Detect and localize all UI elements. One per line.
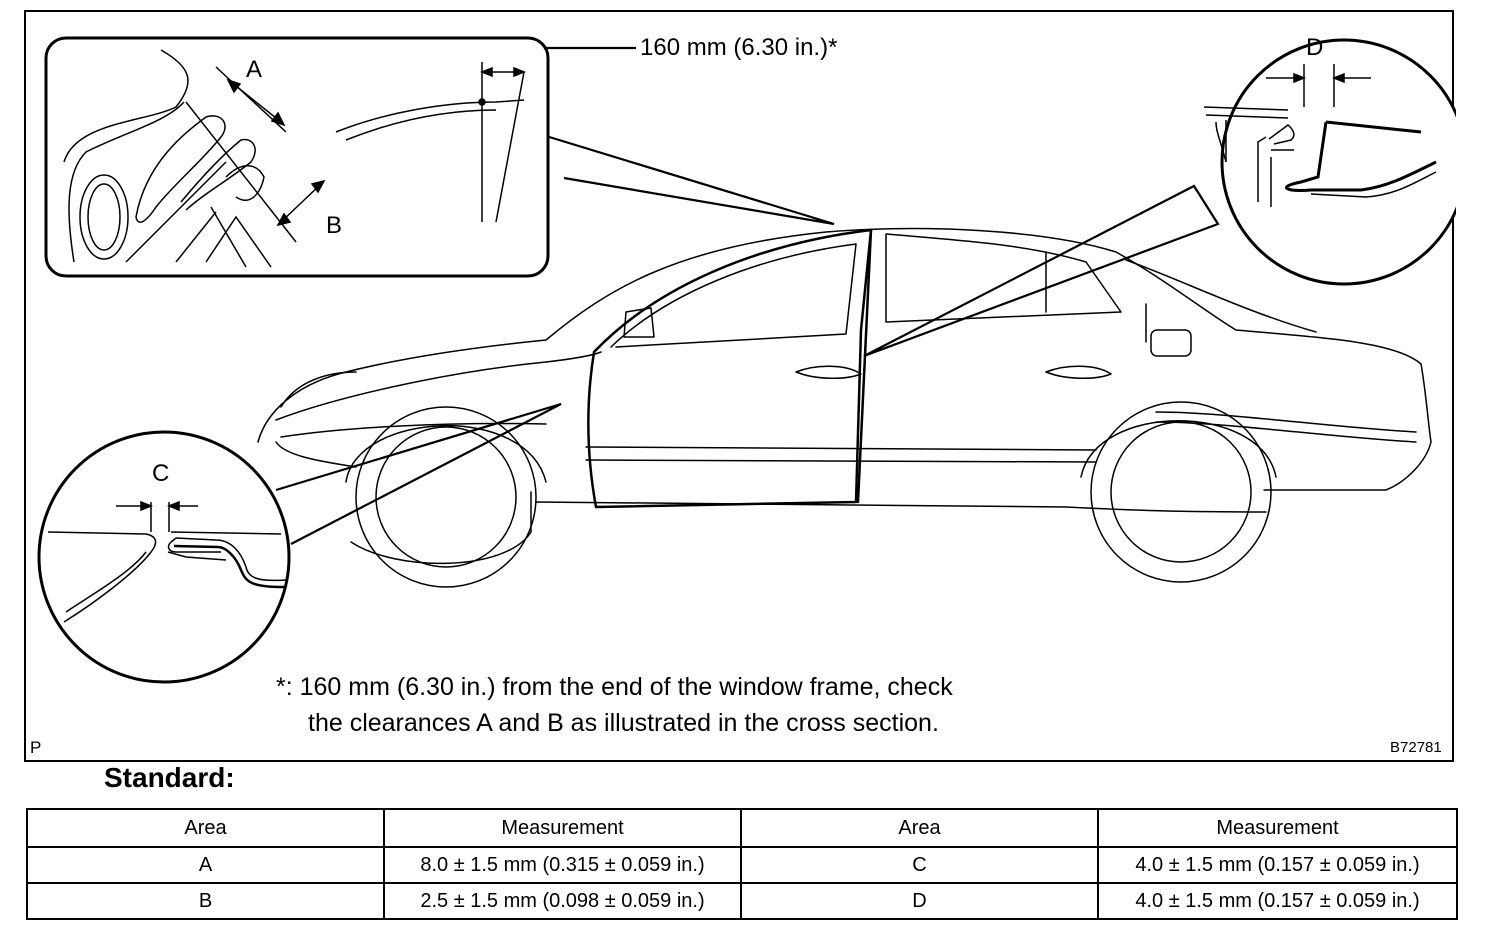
standard-heading: Standard: — [104, 762, 235, 793]
car-body-outline — [257, 227, 1432, 491]
table-cell: A — [26, 846, 385, 884]
side-mirror — [623, 307, 655, 338]
front-door-outline — [586, 228, 873, 509]
inset-d-frame — [1220, 38, 1456, 286]
label-c: C — [152, 460, 170, 487]
header-area-left: Area — [26, 808, 385, 848]
label-a: A — [246, 56, 263, 83]
table-cell: C — [740, 846, 1099, 884]
car-hood-line — [275, 351, 602, 421]
header-measurement-left: Measurement — [383, 808, 742, 848]
rear-window — [885, 233, 1122, 323]
footnote-line-2: the clearances A and B as illustrated in… — [308, 709, 939, 737]
car-door-diagram — [37, 36, 1456, 684]
table-header-row: Area Measurement Area Measurement — [26, 808, 1458, 848]
diagram-figure: A B C D 160 mm (6.30 in.)* *: 160 mm (6.… — [24, 10, 1456, 762]
header-area-right: Area — [740, 808, 1099, 848]
table-cell: 2.5 ± 1.5 mm (0.098 ± 0.059 in.) — [383, 882, 742, 920]
dimension-callout: 160 mm (6.30 in.)* — [640, 34, 838, 61]
table-cell: 4.0 ± 1.5 mm (0.157 ± 0.059 in.) — [1097, 882, 1458, 920]
rear-wheel — [1090, 401, 1272, 583]
table-cell: B — [26, 882, 385, 920]
table-row: B 2.5 ± 1.5 mm (0.098 ± 0.059 in.) D 4.0… — [26, 882, 1458, 920]
table-cell: 8.0 ± 1.5 mm (0.315 ± 0.059 in.) — [383, 846, 742, 884]
front-wheel — [355, 406, 537, 588]
corner-mark: P — [30, 738, 42, 757]
header-measurement-right: Measurement — [1097, 808, 1458, 848]
label-b: B — [326, 212, 343, 239]
figure-id: B72781 — [1390, 739, 1442, 756]
standard-table: Area Measurement Area Measurement A 8.0 … — [26, 808, 1458, 920]
label-d: D — [1306, 34, 1324, 61]
table-cell: 4.0 ± 1.5 mm (0.157 ± 0.059 in.) — [1097, 846, 1458, 884]
inset-ab-frame — [44, 36, 550, 278]
inset-c-frame — [37, 430, 291, 684]
car-trunk-line — [1125, 259, 1317, 333]
table-row: A 8.0 ± 1.5 mm (0.315 ± 0.059 in.) C 4.0… — [26, 846, 1458, 884]
table-cell: D — [740, 882, 1099, 920]
fuel-door — [1150, 329, 1192, 357]
footnote-line-1: *: 160 mm (6.30 in.) from the end of the… — [276, 673, 953, 701]
car-rocker-line — [535, 501, 1267, 513]
